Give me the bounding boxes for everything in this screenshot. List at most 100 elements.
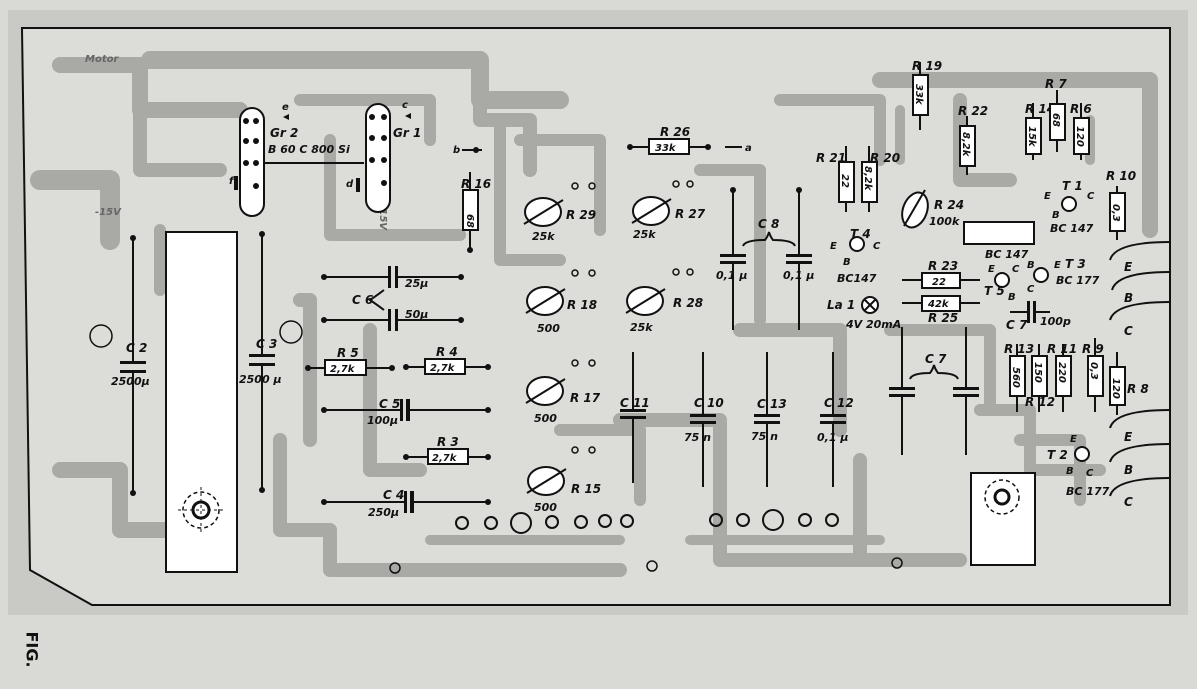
heatsink-left xyxy=(165,231,238,573)
t2-type: BC 177 xyxy=(1066,485,1110,498)
r19-ref: R 19 xyxy=(912,59,942,73)
r29-ref: R 29 xyxy=(566,208,596,222)
r27-ref: R 27 xyxy=(675,207,706,221)
terminal-b: b xyxy=(453,145,460,156)
t4-pin-c: C xyxy=(873,241,881,252)
c3-ref: C 3 xyxy=(256,337,277,351)
r26-ref: R 26 xyxy=(660,125,690,139)
r18-ref: R 18 xyxy=(567,298,597,312)
mounting-hole-left xyxy=(89,324,113,348)
t3-type: BC 177 xyxy=(1056,274,1100,287)
resistor-r8: R 9 0,3 xyxy=(1082,338,1104,412)
r10-ref: R 10 xyxy=(1106,169,1136,183)
transistor-t4: T 4 E C B BC147 xyxy=(830,227,881,285)
r17-value: 500 xyxy=(534,412,557,425)
edge-pin-5: B xyxy=(1124,463,1133,477)
resistor-r3: R 3 2,7k xyxy=(403,435,491,465)
r23-ref: R 23 xyxy=(928,259,958,273)
c4-value: 250µ xyxy=(368,506,399,519)
r24-ref: R 24 xyxy=(934,198,964,212)
mounting-hole xyxy=(510,512,532,534)
r23-value: 22 xyxy=(932,277,946,288)
resistor-r12: R 14 15k xyxy=(1025,102,1055,160)
resistor-r23: R 23 22 xyxy=(902,259,980,289)
resistor-r19: R 19 33k xyxy=(912,59,942,130)
r3-ref: R 3 xyxy=(437,435,459,449)
edge-pin-2: B xyxy=(1124,291,1133,305)
bottom-pads xyxy=(389,513,903,574)
t4-pin-b: B xyxy=(843,257,851,268)
resistor-r14: R 13 560 xyxy=(1004,342,1034,412)
r11-value: 150 xyxy=(1032,362,1043,383)
c12-value: 0,1 µ xyxy=(817,431,848,444)
r8-ref: R 9 xyxy=(1082,342,1104,356)
t3-pin-e: E xyxy=(1054,260,1061,271)
r13-ref: R 11 xyxy=(1047,342,1077,356)
mounting-hole-mid xyxy=(279,320,303,344)
capacitor-c6: C 6 25µ 50µ xyxy=(321,266,464,331)
terminal-c: c xyxy=(402,100,408,111)
t5-type: BC 147 xyxy=(985,248,1029,261)
terminal-d: d xyxy=(346,179,354,190)
r20-value: 8,2k xyxy=(862,166,873,192)
trimmer-r18: R 18 500 xyxy=(525,286,597,335)
trimmer-r27: R 27 25k xyxy=(631,196,706,241)
t2-pin-e: E xyxy=(1070,434,1077,445)
capacitor-c5: C 5 100µ xyxy=(321,397,491,427)
r9-value: 120 xyxy=(1110,378,1121,399)
c8-ref: C 8 xyxy=(758,217,779,231)
t1-pin-b: B xyxy=(1052,210,1060,221)
t4-ref: T 4 xyxy=(850,227,871,241)
c5-ref: C 5 xyxy=(379,397,400,411)
r22-ref: R 22 xyxy=(958,104,988,118)
c4-ref: C 4 xyxy=(383,488,404,502)
edge-connector: E B C E B C xyxy=(1109,241,1171,509)
r9-ref: R 8 xyxy=(1127,382,1149,396)
r22-value: 8,2k xyxy=(960,132,971,158)
c6-value-2: 50µ xyxy=(405,308,428,321)
r20-ref: R 20 xyxy=(870,151,900,165)
bridge-gr1-ref: Gr 1 xyxy=(393,126,421,140)
capacitor-c2: C 2 2500µ xyxy=(111,235,150,496)
c8-value-2: 0,1 µ xyxy=(783,269,814,282)
c2-ref: C 2 xyxy=(126,341,147,355)
copper-tracks xyxy=(30,51,1158,577)
lamp-la1: La 1 4V 20mA xyxy=(827,296,901,331)
resistor-r11: R 12 150 xyxy=(1025,344,1055,412)
r15-value: 500 xyxy=(534,501,557,514)
t4-pin-e: E xyxy=(830,241,837,252)
c10-ref: C 11 xyxy=(620,396,650,410)
capacitor-c11: C 7 xyxy=(889,327,979,455)
capacitor-c10: C 11 xyxy=(620,352,650,483)
terminal-a: a xyxy=(745,143,752,154)
heatsink-right xyxy=(970,472,1036,566)
trimmer-r15: R 15 500 xyxy=(526,466,601,514)
transistor-t2: E T 2 B C BC 177 xyxy=(1047,434,1110,498)
r24-value: 100k xyxy=(929,215,960,228)
c9-value: 75 n xyxy=(684,431,711,444)
silk-minus-15v: -15V xyxy=(95,207,122,218)
figure-label: FIG. xyxy=(22,631,42,668)
resistor-r20: R 20 8,2k xyxy=(861,146,900,212)
r21-value: 22 xyxy=(839,174,850,188)
c3-value: 2500 µ xyxy=(239,373,282,386)
r13-value: 220 xyxy=(1056,362,1067,383)
r16-value: 68 xyxy=(464,214,475,228)
t5-pin-c: C xyxy=(1012,264,1020,275)
terminal-e-arrow xyxy=(273,114,289,120)
c12-ref: C 12 xyxy=(824,396,854,410)
r3-value: 2,7k xyxy=(432,453,458,464)
resistor-r21: R 21 22 xyxy=(816,146,855,212)
la1-ref: La 1 xyxy=(827,298,855,312)
resistor-r22: R 22 8,2k xyxy=(958,104,988,175)
c13-ref: C 13 xyxy=(757,397,787,411)
r25-value: 42k xyxy=(927,299,950,310)
capacitor-c3: C 3 2500 µ xyxy=(239,231,282,493)
trimmer-r24: R 24 100k xyxy=(901,189,964,229)
r11-ref: R 12 xyxy=(1025,395,1055,409)
terminal-markers: e c f d b a xyxy=(229,100,752,192)
r28-value: 25k xyxy=(630,321,653,334)
r27-value: 25k xyxy=(633,228,656,241)
bridge-rectifier-gr1: Gr 1 xyxy=(365,103,421,213)
